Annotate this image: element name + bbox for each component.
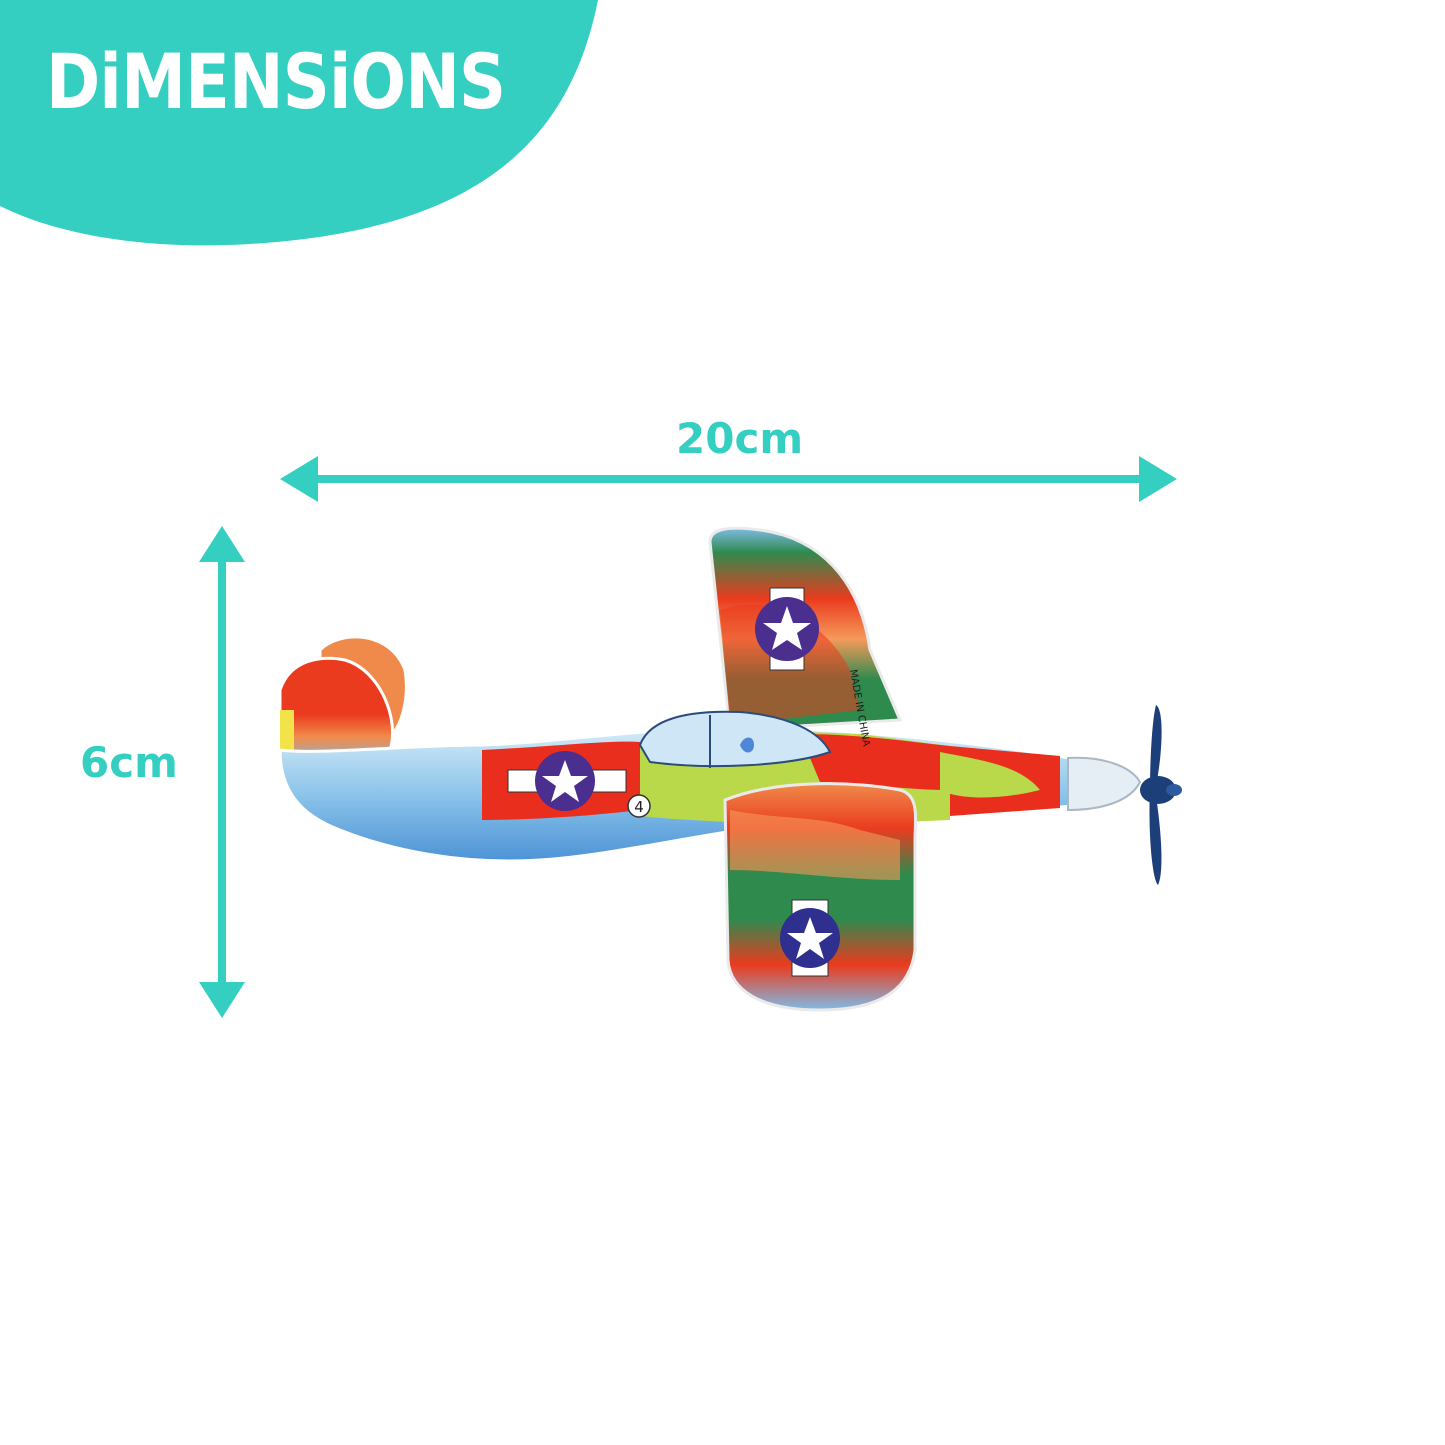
- height-dimension-label: 6cm: [80, 738, 178, 787]
- upper-wing: [708, 526, 903, 732]
- cockpit-canopy: [638, 710, 832, 768]
- page-title: DiMENSiONS: [46, 37, 506, 126]
- lower-wing: [723, 782, 918, 1012]
- header-banner-shape: [0, 0, 598, 246]
- star-insignia-fuselage: [507, 751, 627, 811]
- propeller: [1140, 705, 1182, 885]
- height-arrow: [199, 526, 245, 1018]
- fuselage: 4: [278, 710, 1082, 863]
- width-dimension-label: 20cm: [676, 414, 804, 463]
- nose-cone: [1067, 756, 1142, 812]
- plane-number-text: 4: [634, 798, 644, 816]
- width-arrow: [280, 456, 1177, 502]
- number-marking: 4: [627, 794, 651, 818]
- toy-airplane-illustration: 4 MADE IN CHINA: [278, 526, 1182, 1012]
- tail-fin: [278, 635, 408, 772]
- star-insignia-lower: [780, 899, 840, 977]
- star-insignia-upper: [755, 587, 819, 671]
